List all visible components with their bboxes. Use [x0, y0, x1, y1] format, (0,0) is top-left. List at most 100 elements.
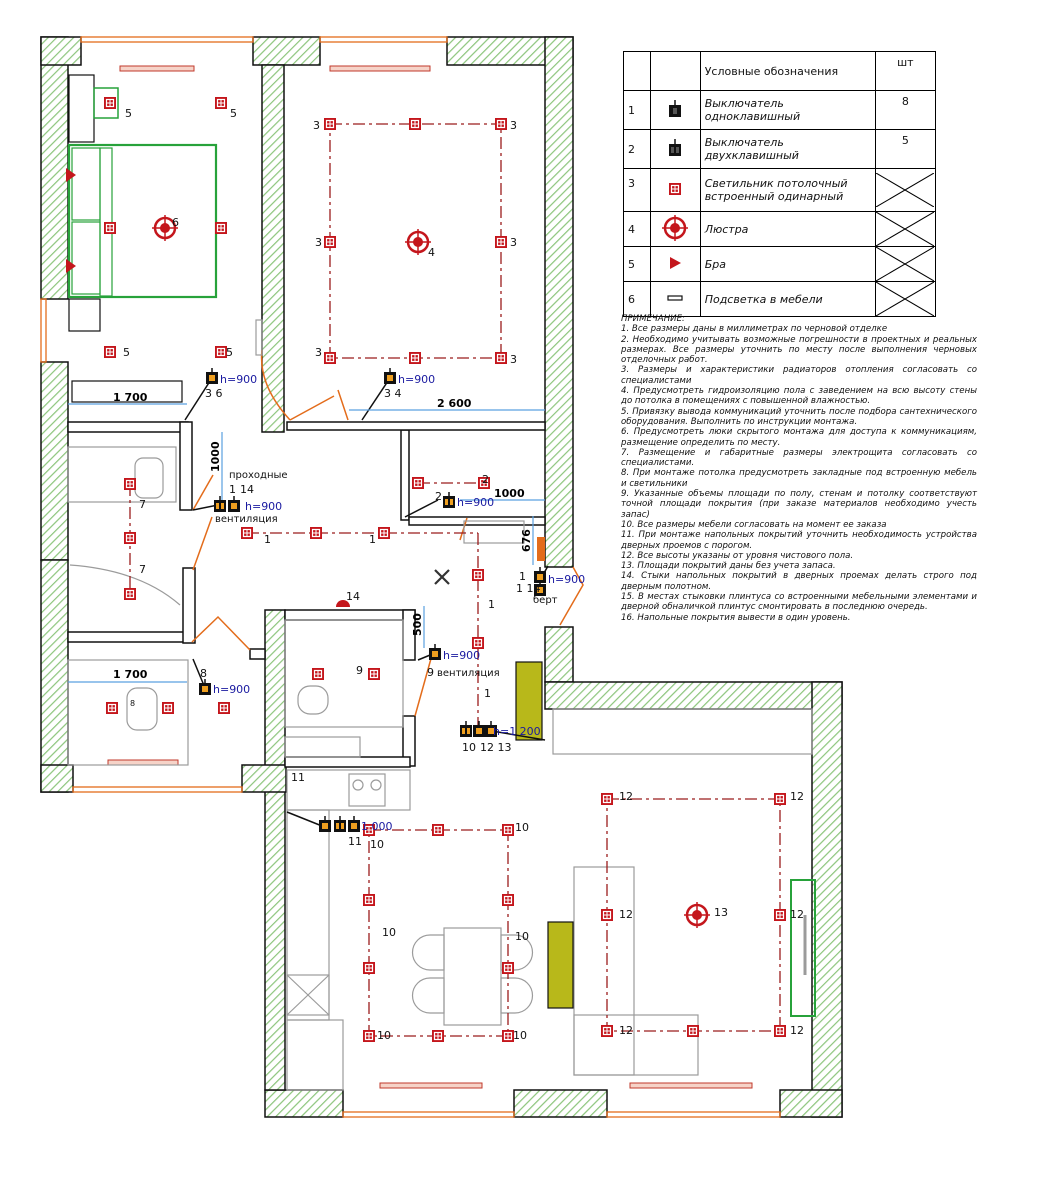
- svg-text:9: 9: [427, 666, 434, 679]
- height-label: h=900: [457, 496, 494, 509]
- svg-text:1: 1: [519, 570, 526, 583]
- svg-text:3 4: 3 4: [384, 387, 402, 400]
- ventilation-label: вентиляция: [215, 514, 278, 525]
- wardrobe-panels: [515, 661, 574, 1009]
- note-item: 11. При монтаже напольных покрытий уточн…: [621, 530, 977, 551]
- svg-text:14: 14: [240, 483, 254, 496]
- single-switch-icon: [669, 99, 682, 117]
- note-item: 16. Напольные покрытия вывести в один ур…: [621, 612, 851, 623]
- svg-text:3: 3: [510, 236, 517, 249]
- height-label-1200: h=1 200: [493, 725, 541, 738]
- note-item: 6. Предусмотреть люки скрытого монтажа д…: [621, 427, 977, 448]
- tv-bedroom-left: [93, 87, 119, 119]
- notes-block: ПРИМЕЧАНИЕ: 1. Все размеры даны в миллим…: [621, 314, 977, 623]
- svg-text:1: 1: [264, 533, 271, 546]
- height-label-1000: 1 000: [361, 820, 393, 833]
- dim-500: 500: [411, 613, 424, 636]
- svg-text:7: 7: [139, 498, 146, 511]
- svg-text:11: 11: [291, 771, 305, 784]
- svg-text:8: 8: [200, 667, 207, 680]
- electrical-panel: [537, 537, 545, 561]
- note-item: 8. При монтаже потолка предусмотреть зак…: [621, 468, 977, 489]
- svg-text:3 6: 3 6: [205, 387, 223, 400]
- svg-text:10: 10: [377, 1029, 391, 1042]
- bed: [67, 143, 218, 299]
- svg-text:9: 9: [356, 664, 363, 677]
- group-labels: 5 5 6 5 5 3 3 3 3 3 3 4 3 4 3 6 1 14 7 7…: [123, 107, 804, 1042]
- svg-text:10: 10: [382, 926, 396, 939]
- svg-text:12 13: 12 13: [480, 741, 512, 754]
- cross-mark: [434, 569, 450, 585]
- sconces: [66, 168, 350, 607]
- note-item: 15. В местах стыковки плинтуса со встрое…: [621, 592, 977, 613]
- legend-row: 5 Бра: [623, 246, 937, 282]
- bert-label: берт: [533, 595, 558, 606]
- svg-text:1: 1: [369, 533, 376, 546]
- dim-1000-horizontal: 1000: [494, 487, 525, 500]
- svg-text:12: 12: [790, 1024, 804, 1037]
- doors: [191, 349, 584, 717]
- partitions: [67, 421, 546, 768]
- double-switch-icon: [669, 138, 682, 156]
- legend-title: Условные обозначения: [699, 51, 876, 91]
- dim-1700-top: 1 700: [113, 391, 148, 404]
- walls: [40, 36, 843, 1118]
- sconce-icon: [670, 256, 682, 269]
- legend-row: 6 Подсветка в мебели: [623, 281, 937, 317]
- tv-stand: [790, 879, 816, 1017]
- svg-text:11: 11: [348, 835, 362, 848]
- svg-text:5: 5: [230, 107, 237, 120]
- note-item: 12. Все высоты указаны от уровня чистово…: [621, 550, 854, 561]
- height-label: h=900: [220, 373, 257, 386]
- note-item: 5. Привязку вывода коммуникаций уточнить…: [621, 406, 977, 427]
- dim-1700-bottom: 1 700: [113, 668, 148, 681]
- svg-text:2: 2: [482, 473, 489, 486]
- empty-cell-cross: [875, 282, 934, 316]
- svg-text:1: 1: [488, 598, 495, 611]
- legend-row: 1 Выключатель одноклавишный 8: [623, 90, 937, 130]
- note-item: 4. Предусмотреть гидроизоляцию пола с за…: [621, 386, 977, 407]
- svg-text:12: 12: [790, 790, 804, 803]
- empty-cell-cross: [875, 247, 934, 281]
- dim-2600: 2 600: [437, 397, 472, 410]
- svg-text:10: 10: [513, 1029, 527, 1042]
- svg-text:12: 12: [619, 908, 633, 921]
- legend-header: Условные обозначения шт: [623, 51, 937, 91]
- height-label: h=900: [398, 373, 435, 386]
- svg-text:10: 10: [370, 838, 384, 851]
- svg-text:14: 14: [346, 590, 360, 603]
- svg-text:2: 2: [435, 490, 442, 503]
- furniture: [67, 74, 813, 1091]
- svg-text:12: 12: [619, 1024, 633, 1037]
- dim-1000-vertical: 1000: [209, 441, 222, 472]
- radiators: [107, 65, 753, 1089]
- svg-text:3: 3: [315, 346, 322, 359]
- notes-title: ПРИМЕЧАНИЕ:: [621, 314, 685, 324]
- note-item: 2. Необходимо учитывать возможные погреш…: [621, 334, 977, 366]
- legend-table: Условные обозначения шт 1 Выключатель од…: [623, 51, 937, 317]
- height-label: h=900: [245, 500, 282, 513]
- svg-text:8: 8: [130, 699, 135, 708]
- svg-text:5: 5: [123, 346, 130, 359]
- svg-text:13: 13: [714, 906, 728, 919]
- note-item: 7. Размещение и габаритные размеры элект…: [621, 447, 977, 469]
- note-item: 3. Размеры и характеристики радиаторов о…: [621, 365, 977, 386]
- passthrough-label: проходные: [229, 470, 288, 481]
- note-item: 1. Все размеры даны в миллиметрах по чер…: [621, 324, 888, 335]
- legend-row: 2 Выключатель двухклавишный 5: [623, 129, 937, 169]
- note-item: 13. Площади покрытий даны без учета запа…: [621, 561, 836, 572]
- svg-text:1 14: 1 14: [516, 582, 541, 595]
- svg-text:6: 6: [172, 216, 179, 229]
- empty-cell-cross: [875, 212, 934, 246]
- dimension-lines: [68, 403, 545, 683]
- svg-text:5: 5: [226, 346, 233, 359]
- dim-676: 676: [520, 529, 533, 552]
- svg-text:12: 12: [619, 790, 633, 803]
- svg-text:7: 7: [139, 563, 146, 576]
- legend-row: 3 Светильник потолочный встроенный одина…: [623, 168, 937, 212]
- ventilation-label: вентиляция: [437, 668, 500, 679]
- svg-text:10: 10: [462, 741, 476, 754]
- svg-text:4: 4: [428, 246, 435, 259]
- note-item: 14. Стыки напольных покрытий в дверных п…: [621, 571, 977, 592]
